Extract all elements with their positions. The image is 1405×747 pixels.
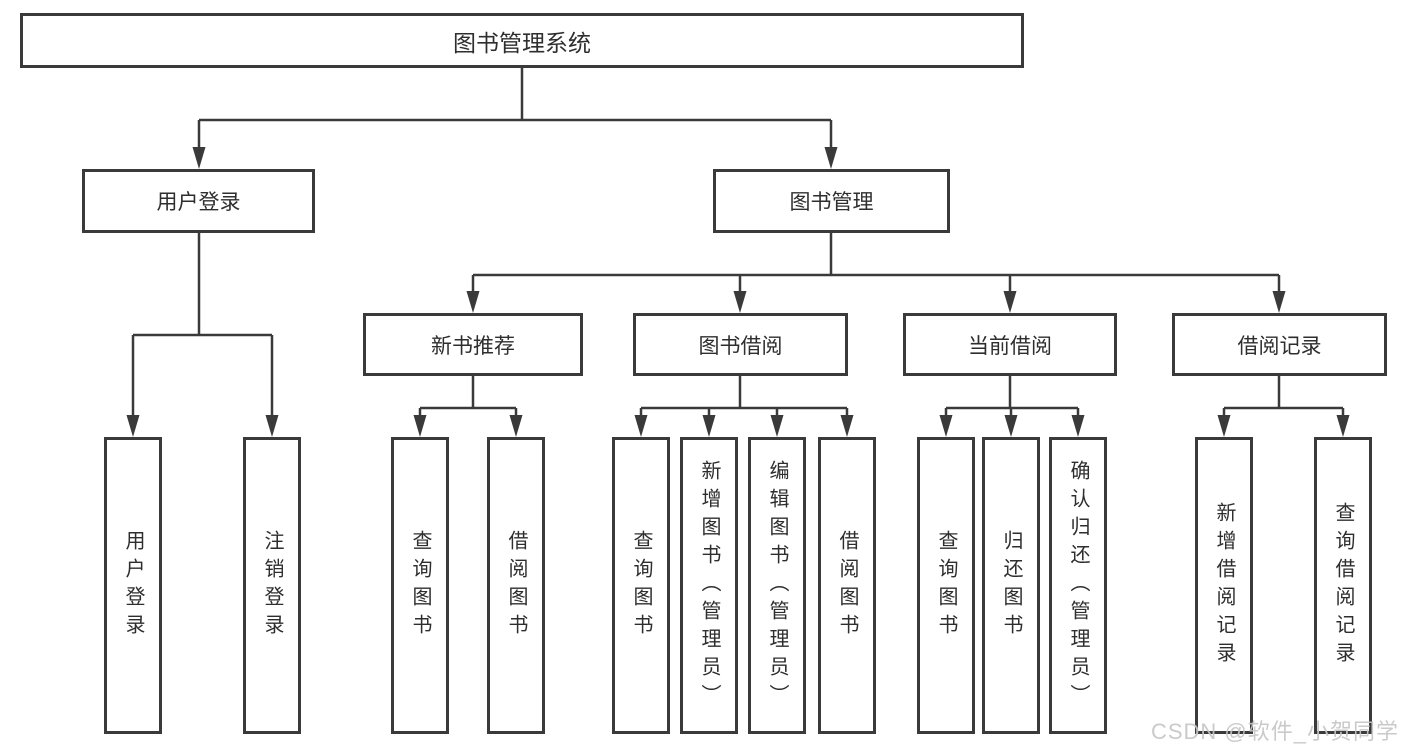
node-label: 确认归还（管理员） xyxy=(1067,459,1089,712)
node-label: 新增图书（管理员） xyxy=(698,459,720,712)
node-label: 查询图书 xyxy=(409,529,431,642)
node-label: 借阅图书 xyxy=(836,529,858,642)
leaf-query-books-borrow: 查询图书 xyxy=(612,437,670,734)
node-label: 用户登录 xyxy=(122,529,144,642)
node-book-management: 图书管理 xyxy=(713,169,950,233)
leaf-query-books-current: 查询图书 xyxy=(917,437,975,734)
leaf-borrow-books: 借阅图书 xyxy=(818,437,876,734)
node-borrow-records: 借阅记录 xyxy=(1172,313,1387,376)
node-label: 新书推荐 xyxy=(431,334,515,358)
watermark: CSDN @软件_小贺同学 xyxy=(1150,719,1399,744)
node-current-borrow: 当前借阅 xyxy=(903,313,1117,376)
node-label: 图书管理 xyxy=(789,191,874,214)
node-label: 查询借阅记录 xyxy=(1332,501,1354,670)
node-new-book-recommend: 新书推荐 xyxy=(363,313,583,376)
leaf-borrow-books-recommend: 借阅图书 xyxy=(487,437,545,734)
node-label: 归还图书 xyxy=(1000,529,1022,642)
leaf-logout: 注销登录 xyxy=(243,437,301,734)
connector-path xyxy=(131,68,1345,417)
node-label: 借阅图书 xyxy=(505,529,527,642)
node-root: 图书管理系统 xyxy=(20,13,1024,68)
node-label: 查询图书 xyxy=(630,529,652,642)
arrow-down-icons xyxy=(126,147,1350,437)
leaf-return-book: 归还图书 xyxy=(982,437,1040,734)
node-label: 查询图书 xyxy=(935,529,957,642)
node-user-login: 用户登录 xyxy=(82,169,315,233)
node-label: 图书管理系统 xyxy=(453,29,591,56)
leaf-query-books-recommend: 查询图书 xyxy=(391,437,449,734)
leaf-confirm-return-admin: 确认归还（管理员） xyxy=(1049,437,1107,734)
leaf-user-login: 用户登录 xyxy=(104,437,162,734)
node-label: 当前借阅 xyxy=(968,334,1052,358)
node-label: 注销登录 xyxy=(261,529,283,642)
node-book-borrow: 图书借阅 xyxy=(633,313,848,376)
leaf-edit-book-admin: 编辑图书（管理员） xyxy=(748,437,806,734)
leaf-add-book-admin: 新增图书（管理员） xyxy=(680,437,738,734)
node-label: 用户登录 xyxy=(156,191,241,214)
node-label: 新增借阅记录 xyxy=(1213,501,1235,670)
node-label: 图书借阅 xyxy=(698,334,783,358)
node-label: 编辑图书（管理员） xyxy=(766,459,788,712)
leaf-query-borrow-record: 查询借阅记录 xyxy=(1314,437,1372,734)
leaf-add-borrow-record: 新增借阅记录 xyxy=(1195,437,1253,734)
node-label: 借阅记录 xyxy=(1237,334,1322,358)
